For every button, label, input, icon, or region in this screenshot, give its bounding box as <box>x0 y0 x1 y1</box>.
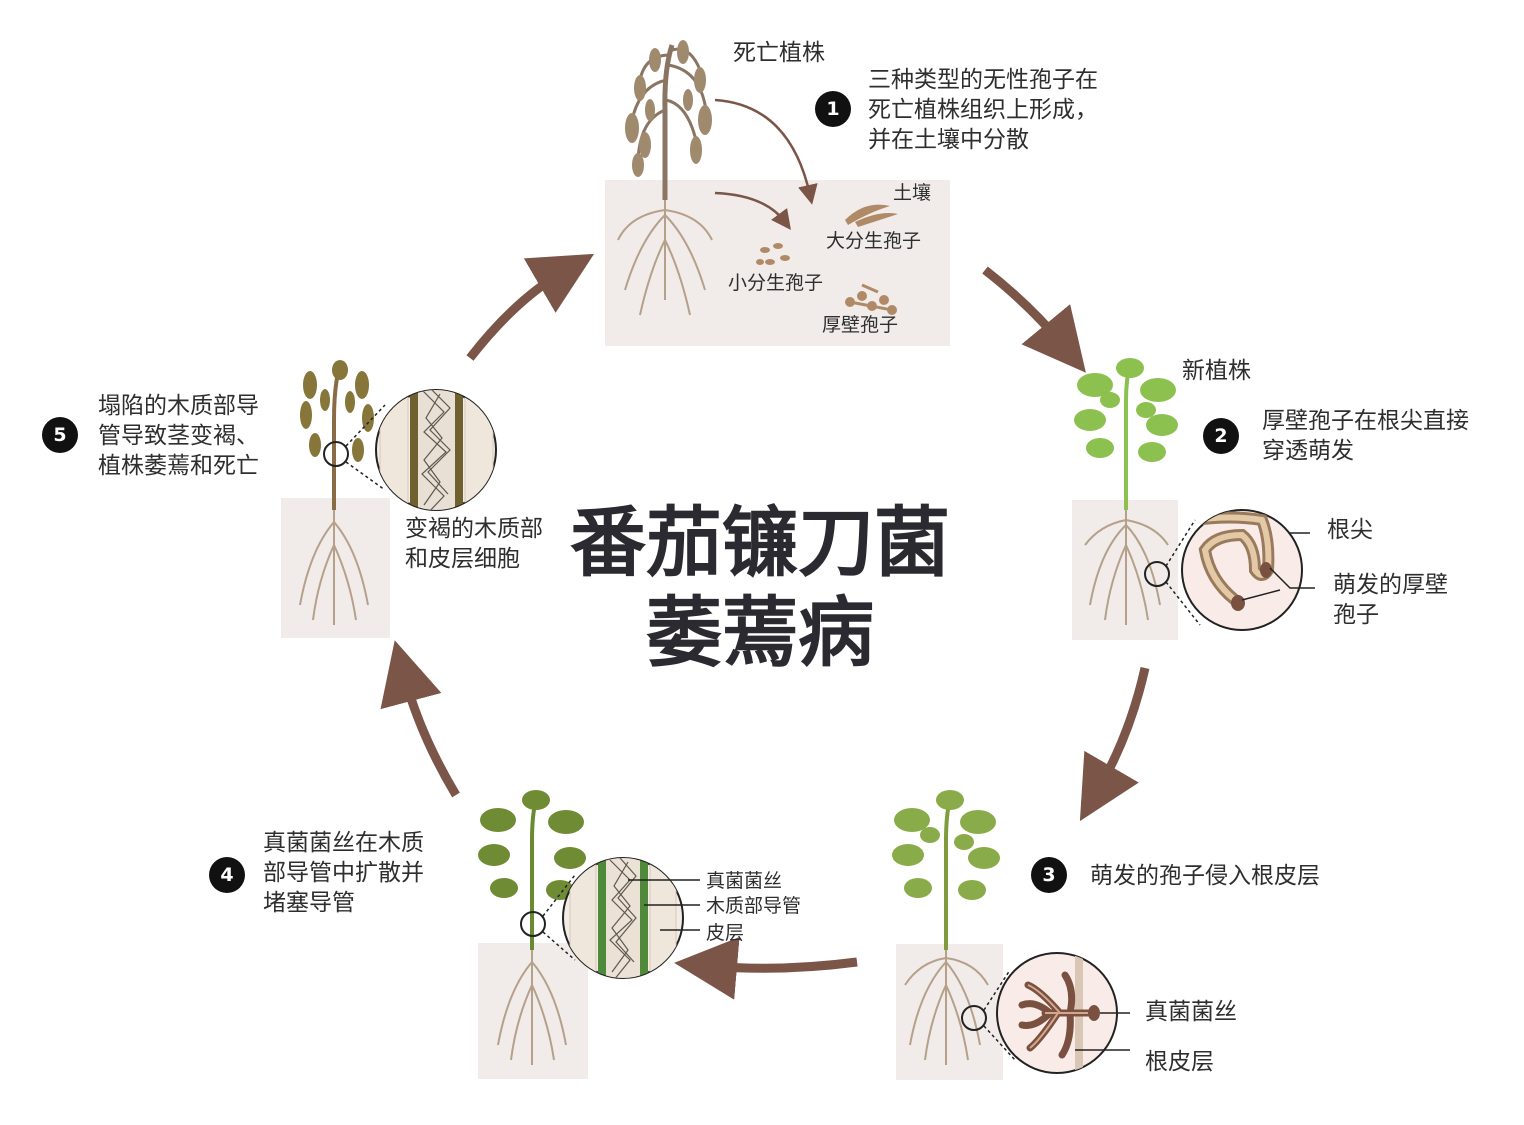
label-new-plant: 新植株 <box>1182 358 1251 384</box>
step-5-text-line-3: 植株萎蔫和死亡 <box>98 453 259 479</box>
soil-box-top <box>605 180 950 346</box>
step-1-text-line-2: 死亡植株组织上形成， <box>868 97 1098 123</box>
cycle-arrow-icon <box>982 266 1086 373</box>
label-cortex-4: 皮层 <box>706 922 745 944</box>
label-cortex-3: 根皮层 <box>1145 1049 1214 1075</box>
step-3-text: 萌发的孢子侵入根皮层 <box>1090 863 1320 889</box>
label-hyphae-4: 真菌菌丝 <box>706 870 783 892</box>
title-line-1: 番茄镰刀菌 <box>570 498 950 587</box>
dead-plant-icon <box>617 40 713 316</box>
label-dead-plant: 死亡植株 <box>733 40 825 66</box>
cycle-arrow-icon <box>380 640 460 798</box>
label-xylem-4: 木质部导管 <box>706 895 802 917</box>
step-2-text-line-1: 厚壁孢子在根尖直接 <box>1262 408 1469 434</box>
step-5-text-line-1: 塌陷的木质部导 <box>98 393 259 419</box>
cycle-arrow-icon <box>466 253 595 361</box>
label-hyphae-3: 真菌菌丝 <box>1145 999 1237 1025</box>
magnifier-circle-icon <box>996 952 1130 1074</box>
label-microconidia: 小分生孢子 <box>728 272 824 294</box>
soil-box-bottom-right <box>896 944 1003 1080</box>
label-germinated-chlamydospore-2: 孢子 <box>1333 602 1379 628</box>
label-root-tip: 根尖 <box>1327 517 1373 543</box>
label-macroconidia: 大分生孢子 <box>826 230 922 252</box>
dispersal-arrow-icon <box>714 98 818 205</box>
step-1-text-line-1: 三种类型的无性孢子在 <box>868 67 1098 93</box>
soil-box-left <box>281 498 390 638</box>
label-soil: 土壤 <box>893 182 932 204</box>
step-number-2: 2 <box>1203 418 1239 454</box>
label-browned-1: 变褐的木质部 <box>405 516 543 542</box>
step-2-text-line-2: 穿透萌发 <box>1262 438 1354 464</box>
cycle-arrow-icon <box>1079 667 1150 822</box>
cycle-arrows <box>380 253 1150 1000</box>
step-4-text-line-2: 部导管中扩散并 <box>263 860 424 886</box>
step-4-text-line-3: 堵塞导管 <box>263 890 355 916</box>
title-line-2: 萎蔫病 <box>646 588 874 677</box>
magnifier-circle-icon <box>1181 509 1315 631</box>
step-number-1: 1 <box>815 91 851 127</box>
step-number-5: 5 <box>42 417 78 453</box>
step-number-3: 3 <box>1031 857 1067 893</box>
healthy-plant-icon <box>892 790 1016 1065</box>
step-1-text-line-3: 并在土壤中分散 <box>868 127 1029 153</box>
healthy-plant-icon <box>1074 358 1201 626</box>
step-5-text-line-2: 管导致茎变褐、 <box>98 423 259 449</box>
step-number-4: 4 <box>209 857 245 893</box>
spore-icon <box>756 204 898 315</box>
dispersal-arrow-icon <box>714 191 791 231</box>
cycle-arrow-icon <box>674 936 858 1000</box>
label-germinated-chlamydospore-1: 萌发的厚壁 <box>1333 572 1448 598</box>
magnifier-circle-icon <box>375 389 497 511</box>
wilting-plant-icon <box>299 360 386 625</box>
label-browned-2: 和皮层细胞 <box>405 546 520 572</box>
step-4-text-line-1: 真菌菌丝在木质 <box>263 830 424 856</box>
label-chlamydospores: 厚壁孢子 <box>822 314 899 336</box>
